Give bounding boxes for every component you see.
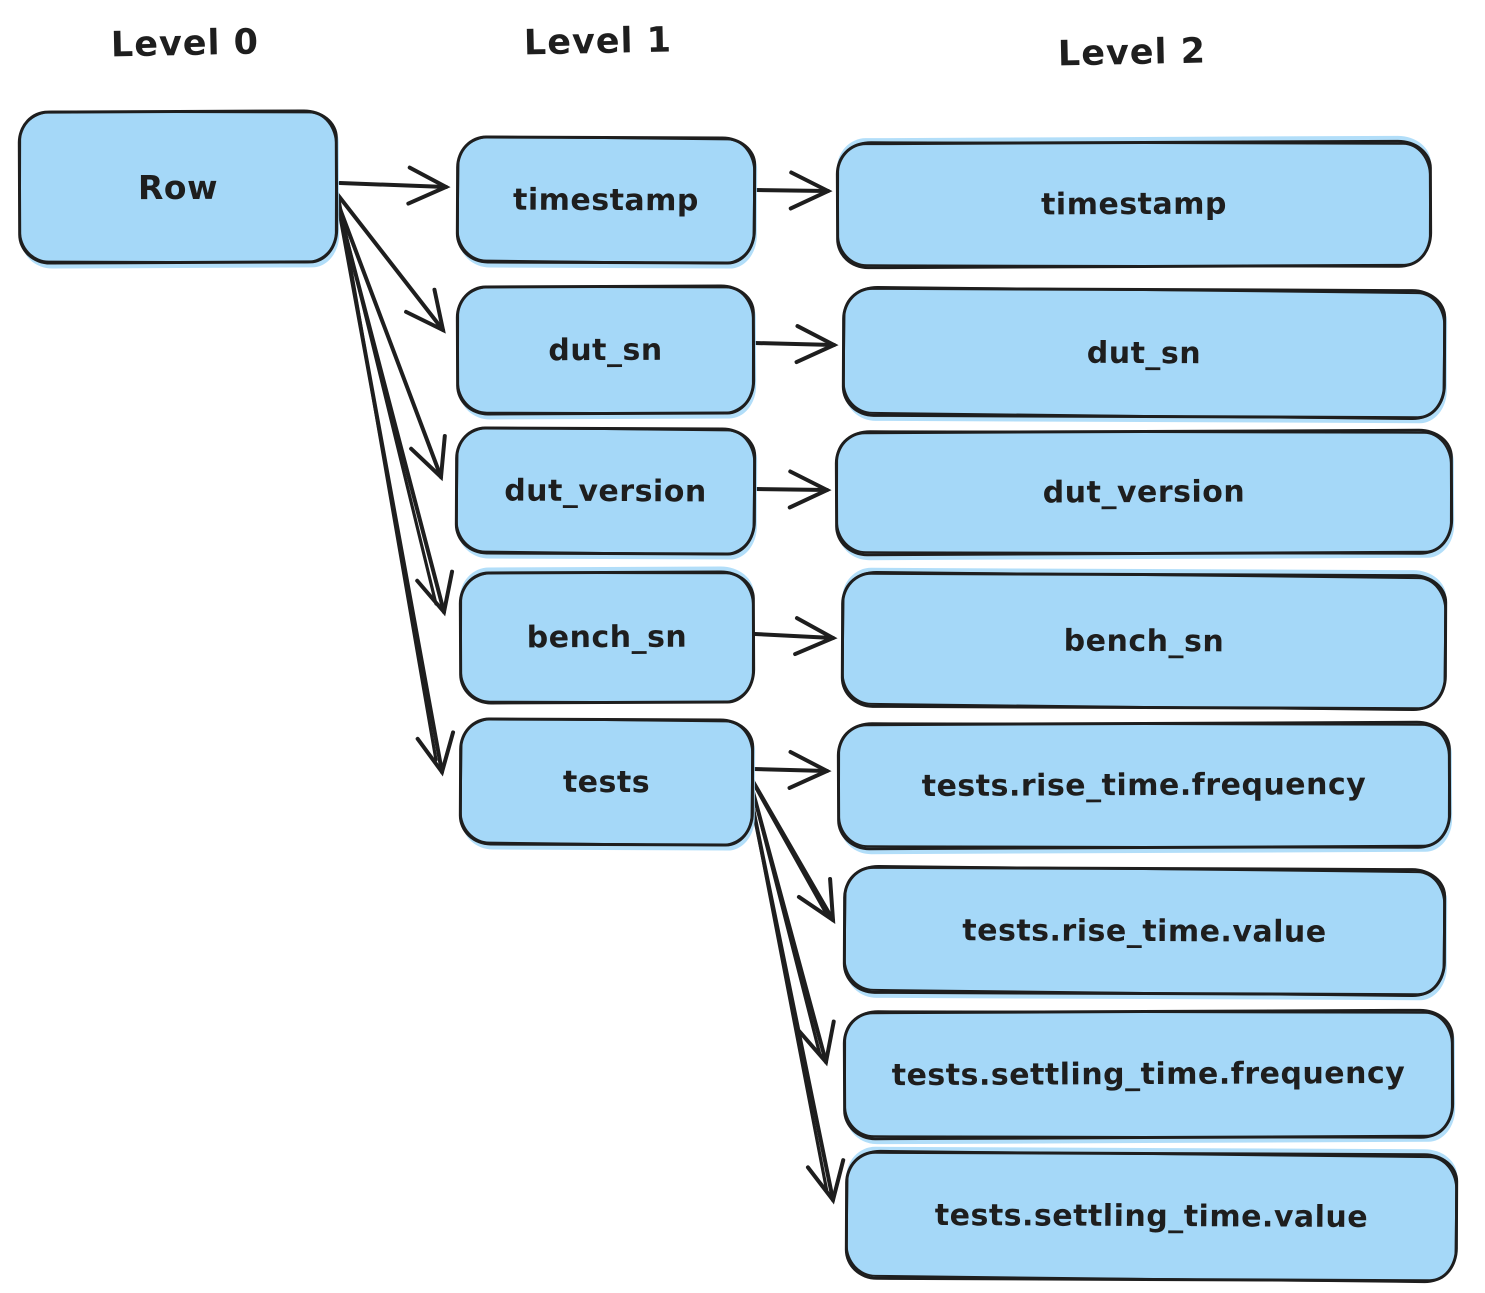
node-label: tests.rise_time.frequency bbox=[921, 767, 1367, 804]
arrow-row-to-dut-version bbox=[332, 191, 447, 482]
node-label: tests.rise_time.value bbox=[962, 912, 1327, 950]
arrow-sketch-echo bbox=[747, 785, 829, 1194]
arrow-dut-sn-to-dut-sn bbox=[753, 324, 839, 365]
arrow-sketch-echo bbox=[749, 782, 822, 1057]
column-header-level-2: Level 2 bbox=[1057, 31, 1207, 75]
node-l1-dut-sn: dut_sn bbox=[455, 284, 756, 416]
node-label: timestamp bbox=[512, 182, 700, 218]
node-label: tests bbox=[562, 764, 651, 800]
node-label: timestamp bbox=[1040, 186, 1228, 223]
node-label: tests.settling_time.frequency bbox=[891, 1055, 1406, 1094]
arrow-tests-to-settling-time-frequency bbox=[748, 779, 836, 1067]
node-label: dut_sn bbox=[548, 332, 663, 368]
node-l2-tests-settling-time-frequency: tests.settling_time.frequency bbox=[842, 1008, 1455, 1141]
arrow-bench-sn-to-bench-sn bbox=[753, 616, 838, 657]
node-l1-bench-sn: bench_sn bbox=[458, 570, 756, 705]
arrow-timestamp-to-timestamp bbox=[754, 170, 833, 211]
arrow-tests-to-rise-time-frequency bbox=[752, 749, 832, 790]
node-l2-tests-rise-time-value: tests.rise_time.value bbox=[842, 865, 1447, 997]
arrow-row-to-bench-sn bbox=[333, 193, 455, 617]
node-l1-timestamp: timestamp bbox=[455, 135, 757, 265]
column-header-level-0: Level 0 bbox=[110, 22, 260, 66]
node-l2-timestamp: timestamp bbox=[835, 139, 1433, 270]
node-label: bench_sn bbox=[526, 619, 688, 656]
node-l2-dut-version: dut_version bbox=[834, 428, 1454, 557]
arrow-row-to-timestamp bbox=[338, 165, 451, 206]
node-label: dut_version bbox=[504, 473, 707, 509]
node-l1-dut-version: dut_version bbox=[454, 426, 757, 556]
node-label: tests.settling_time.value bbox=[934, 1198, 1369, 1235]
arrow-sketch-echo bbox=[750, 779, 829, 917]
node-row: Row bbox=[17, 109, 339, 265]
arrow-tests-to-settling-time-value bbox=[746, 782, 846, 1205]
node-l2-tests-settling-time-value: tests.settling_time.value bbox=[844, 1150, 1459, 1283]
node-label: bench_sn bbox=[1063, 623, 1225, 659]
arrow-dut-version-to-dut-version bbox=[754, 469, 832, 510]
column-header-level-1: Level 1 bbox=[523, 20, 673, 64]
arrow-sketch-echo bbox=[334, 192, 438, 606]
node-label: Row bbox=[137, 167, 219, 207]
arrow-row-to-tests bbox=[335, 196, 456, 777]
arrow-tests-to-rise-time-value bbox=[749, 776, 836, 924]
node-label: dut_version bbox=[1042, 474, 1246, 511]
node-l2-dut-sn: dut_sn bbox=[841, 286, 1447, 420]
node-l2-bench-sn: bench_sn bbox=[840, 571, 1448, 711]
arrow-sketch-echo bbox=[337, 198, 438, 762]
arrow-row-to-dut-sn bbox=[332, 188, 446, 334]
node-l1-tests: tests bbox=[458, 717, 755, 847]
node-label: dut_sn bbox=[1086, 335, 1202, 371]
node-l2-tests-rise-time-frequency: tests.rise_time.frequency bbox=[836, 720, 1452, 851]
